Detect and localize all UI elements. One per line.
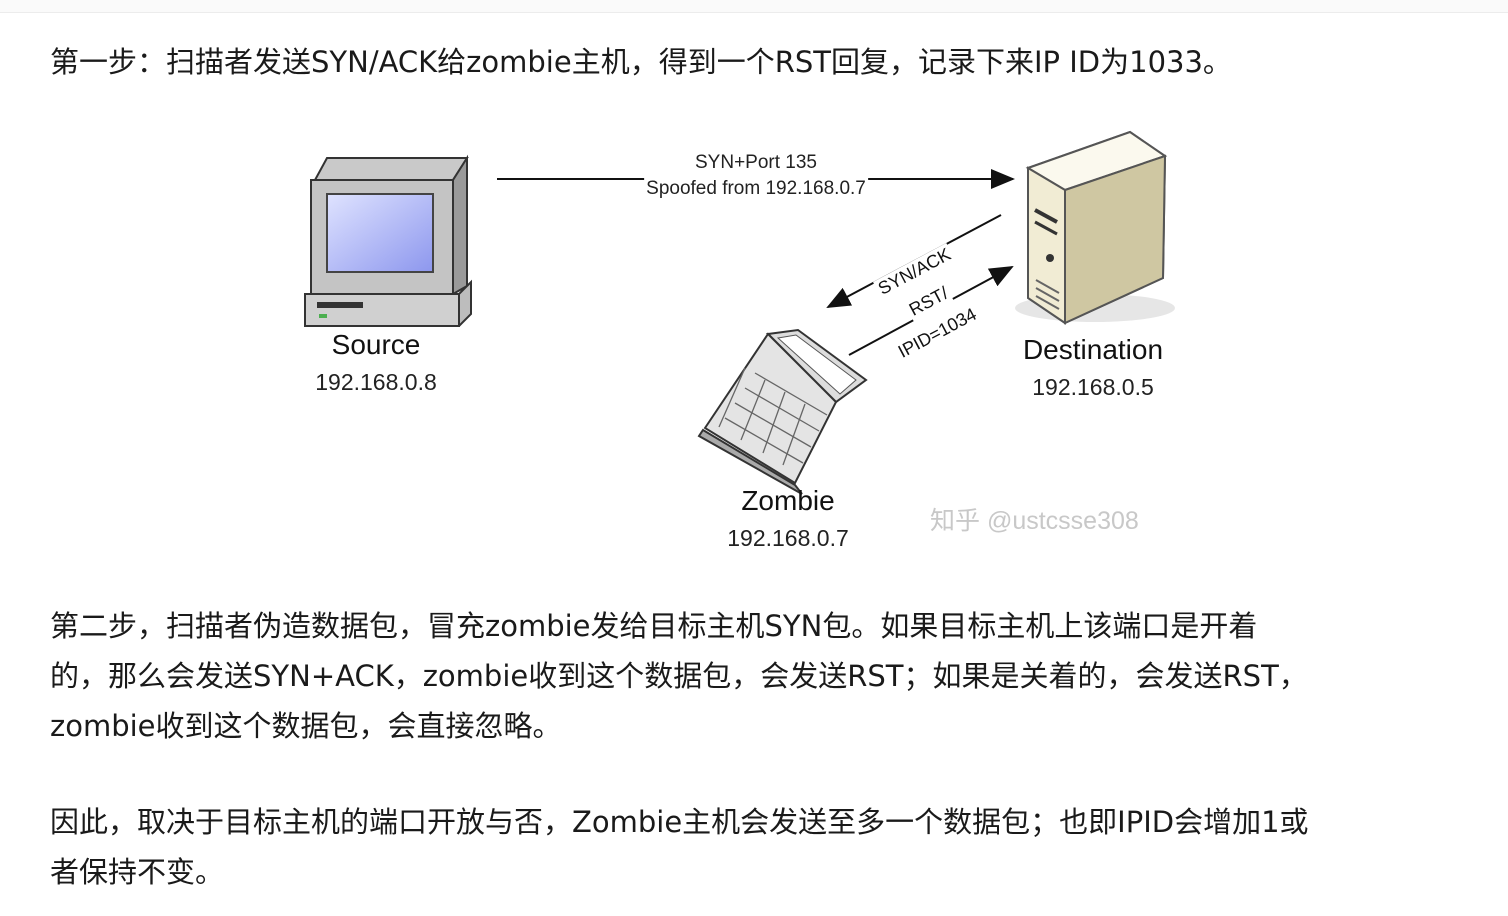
- watermark: 知乎 @ustcsse308: [930, 507, 1139, 535]
- desktop-computer-icon: [304, 154, 472, 327]
- destination-ip: 192.168.0.5: [1032, 374, 1154, 400]
- top-border: [0, 0, 1508, 13]
- step-one-paragraph: 第一步：扫描者发送SYN/ACK给zombie主机，得到一个RST回复，记录下来…: [50, 45, 1232, 79]
- zombie-ip: 192.168.0.7: [727, 525, 849, 551]
- server-tower-icon: [1015, 130, 1175, 325]
- laptop-icon: [697, 328, 868, 495]
- step-two-line-1: 第二步，扫描者伪造数据包，冒充zombie发给目标主机SYN包。如果目标主机上该…: [50, 609, 1258, 643]
- conclusion-line-1: 因此，取决于目标主机的端口开放与否，Zombie主机会发送至多一个数据包；也即I…: [50, 805, 1309, 839]
- idle-scan-diagram: SYN+Port 135 Spoofed from 192.168.0.7 SY…: [295, 118, 1195, 568]
- conclusion-paragraph: 因此，取决于目标主机的端口开放与否，Zombie主机会发送至多一个数据包；也即I…: [50, 797, 1450, 897]
- arrow-top-label-2: Spoofed from 192.168.0.7: [644, 178, 868, 200]
- arrow-top-label-1: SYN+Port 135: [693, 152, 819, 174]
- step-two-line-2: 的，那么会发送SYN+ACK，zombie收到这个数据包，会发送RST；如果是关…: [50, 659, 1308, 693]
- destination-name: Destination: [1022, 334, 1164, 365]
- conclusion-line-2: 者保持不变。: [50, 855, 225, 889]
- source-name: Source: [331, 329, 421, 360]
- step-two-paragraph: 第二步，扫描者伪造数据包，冒充zombie发给目标主机SYN包。如果目标主机上该…: [50, 601, 1450, 751]
- step-two-line-3: zombie收到这个数据包，会直接忽略。: [50, 709, 562, 743]
- zombie-name: Zombie: [741, 485, 835, 516]
- source-ip: 192.168.0.8: [315, 369, 437, 395]
